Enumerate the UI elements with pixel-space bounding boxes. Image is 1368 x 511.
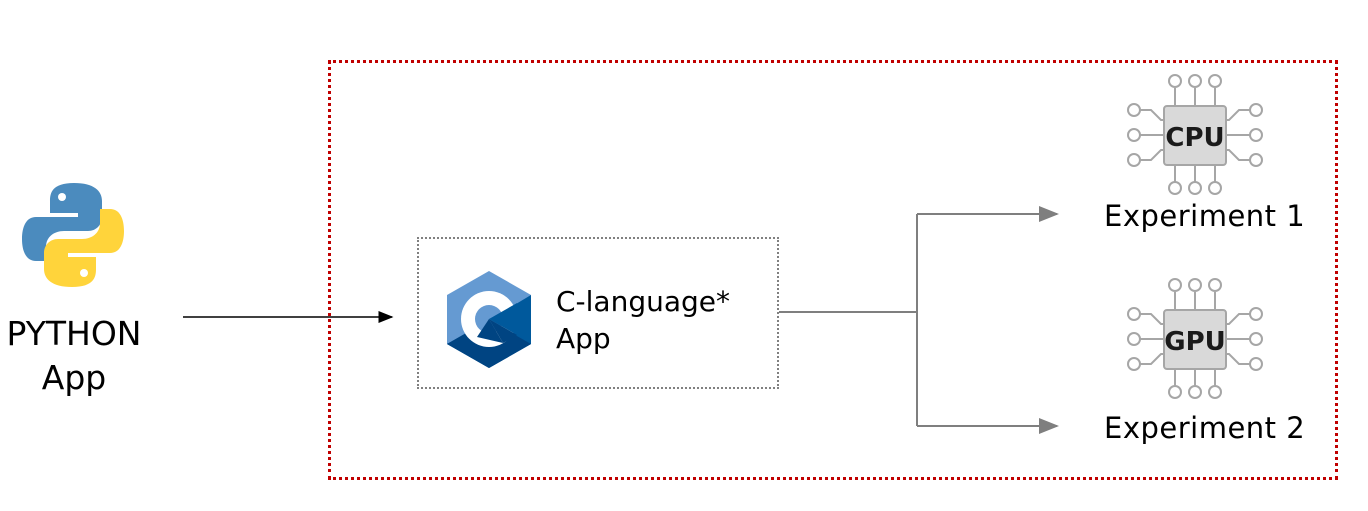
python-app-label: PYTHON App — [0, 312, 148, 400]
python-logo-icon — [22, 183, 124, 287]
gpu-chip-text: GPU — [1164, 327, 1226, 357]
c-language-logo-icon — [447, 271, 531, 368]
cpu-chip-text: CPU — [1165, 123, 1224, 153]
python-label-line2: App — [41, 358, 107, 397]
experiment-1-label: Experiment 1 — [1104, 199, 1306, 233]
branch-connector — [779, 206, 1059, 434]
boundary-box — [328, 60, 1338, 480]
c-app-box — [417, 237, 779, 389]
c-app-label: C-language* App — [556, 283, 730, 357]
experiment-2-label: Experiment 2 — [1104, 411, 1306, 445]
cpu-chip-icon: CPU — [1127, 74, 1263, 195]
c-label-line1: C-language* — [556, 285, 731, 318]
gpu-chip-icon: GPU — [1127, 278, 1263, 399]
python-label-line1: PYTHON — [6, 314, 142, 353]
c-label-line2: App — [556, 322, 611, 355]
